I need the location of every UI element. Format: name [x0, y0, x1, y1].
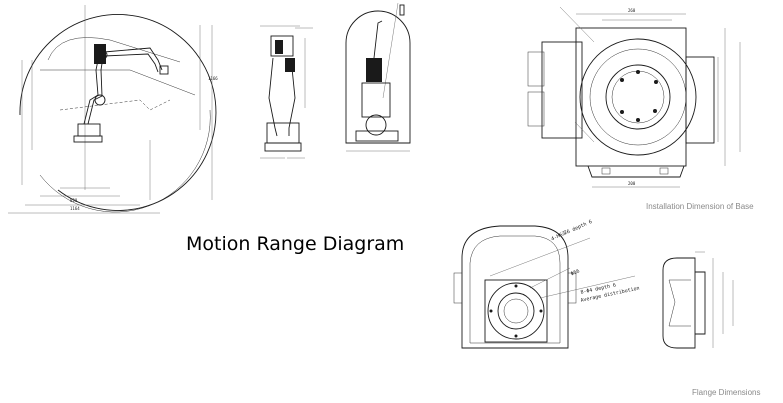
front-view-drawing	[255, 18, 320, 163]
flange-caption: Flange Dimensions	[692, 388, 761, 397]
flange-front-drawing	[450, 218, 640, 368]
base-installation-drawing: 260 200	[510, 2, 770, 197]
svg-text:200: 200	[628, 181, 636, 186]
motion-range-drawing: 1164 829 1166	[0, 0, 225, 228]
svg-text:260: 260	[628, 8, 636, 13]
svg-text:829: 829	[70, 198, 78, 203]
flange-annotations: 4-M6深6 depth 6 Φ56 8-Φ4 depth 6 Average …	[540, 219, 650, 312]
robot-side-icon	[73, 44, 169, 143]
flange-side-drawing	[655, 250, 750, 355]
motion-range-title: Motion Range Diagram	[186, 233, 405, 255]
annotation-diameter: Φ56	[570, 268, 581, 278]
svg-text:1166: 1166	[208, 76, 218, 81]
svg-text:1164: 1164	[70, 206, 80, 211]
base-caption: Installation Dimension of Base	[646, 202, 754, 211]
annotation-tapped-holes: 4-M6深6 depth 6	[550, 218, 594, 243]
rear-view-drawing	[338, 3, 418, 158]
